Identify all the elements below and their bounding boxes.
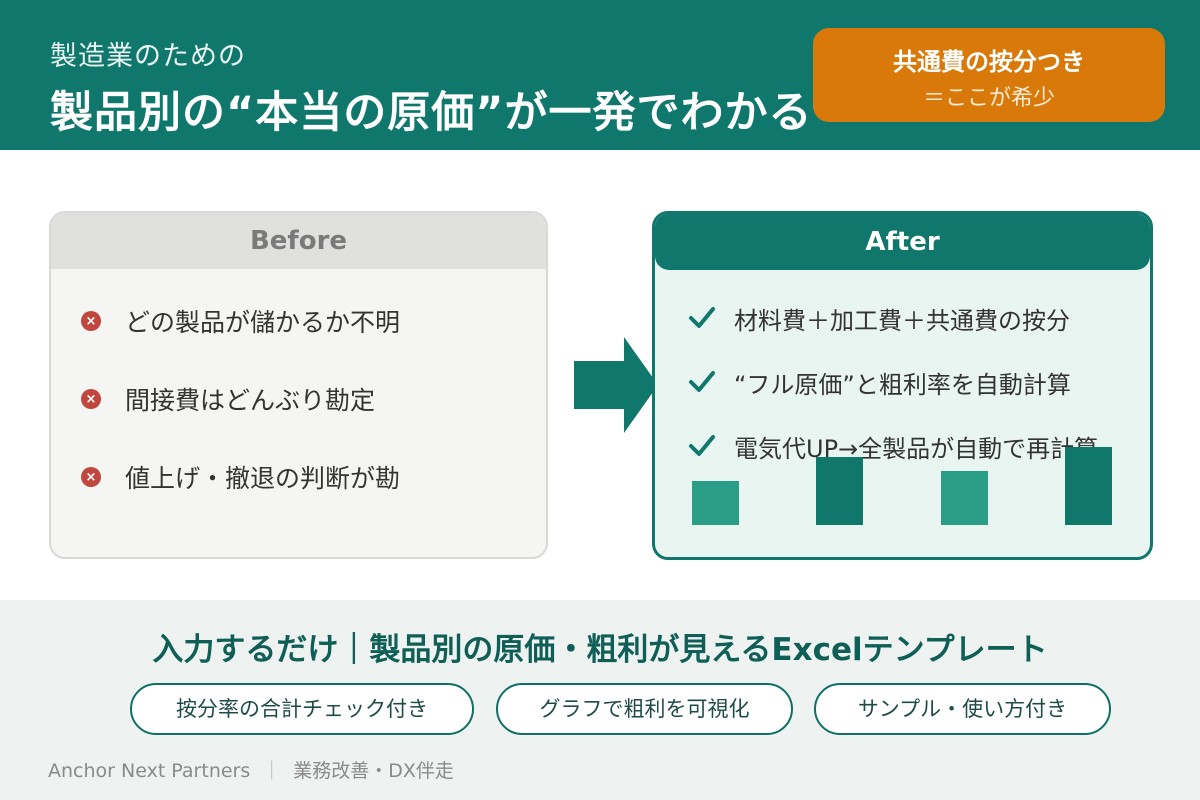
badge-line-1: 共通費の按分つき [893,48,1085,76]
before-heading: Before [51,213,546,269]
mini-bar [692,481,739,525]
mini-bar [816,457,863,525]
before-card: Before × どの製品が儲かるか不明 × 間接費はどんぶり勘定 × 値上げ・… [49,211,548,559]
feature-pill: グラフで粗利を可視化 [496,683,793,735]
badge-line-2: ＝ここが希少 [922,86,1055,111]
after-item-text: “フル原価”と粗利率を自動計算 [734,370,1071,399]
x-circle-icon: × [81,389,101,409]
before-item-text: 間接費はどんぶり勘定 [125,386,376,415]
x-circle-icon: × [81,311,101,331]
header-subtitle: 製造業のための [50,41,246,72]
service-description: 業務改善・DX伴走 [293,760,454,782]
after-heading: After [655,214,1150,270]
after-item: 材料費＋加工費＋共通費の按分 [688,298,1070,338]
header-title: 製品別の“本当の原価”が一発でわかる [50,88,813,138]
before-item: × 間接費はどんぶり勘定 [81,379,375,419]
before-item: × どの製品が儲かるか不明 [81,301,400,341]
after-item-text: 電気代UP→全製品が自動で再計算 [734,434,1099,463]
x-circle-icon: × [81,467,101,487]
mini-bar [1065,447,1112,525]
feature-pill: 按分率の合計チェック付き [130,683,474,735]
after-item: 電気代UP→全製品が自動で再計算 [688,426,1098,466]
right-arrow-icon [574,337,658,433]
company-name: Anchor Next Partners [48,760,251,782]
before-item-text: どの製品が儲かるか不明 [125,308,401,337]
after-item-text: 材料費＋加工費＋共通費の按分 [734,306,1070,335]
credit-separator: ｜ [262,760,282,782]
mini-bar [941,471,988,525]
after-card: After 材料費＋加工費＋共通費の按分 “フル原価”と粗利率を自動計算 電気代… [652,211,1153,560]
footer-tagline: 入力するだけ｜製品別の原価・粗利が見えるExcelテンプレート [152,632,1048,668]
credit-line: Anchor Next Partners ｜ 業務改善・DX伴走 [48,756,454,783]
after-item: “フル原価”と粗利率を自動計算 [688,362,1071,402]
highlight-badge: 共通費の按分つき ＝ここが希少 [813,28,1165,122]
before-item: × 値上げ・撤退の判断が勘 [81,457,400,497]
footer-section: 入力するだけ｜製品別の原価・粗利が見えるExcelテンプレート 按分率の合計チェ… [0,600,1200,800]
before-item-text: 値上げ・撤退の判断が勘 [125,464,401,493]
check-icon [689,371,715,392]
feature-pill: サンプル・使い方付き [814,683,1111,735]
check-icon [689,435,715,456]
check-icon [689,307,715,328]
